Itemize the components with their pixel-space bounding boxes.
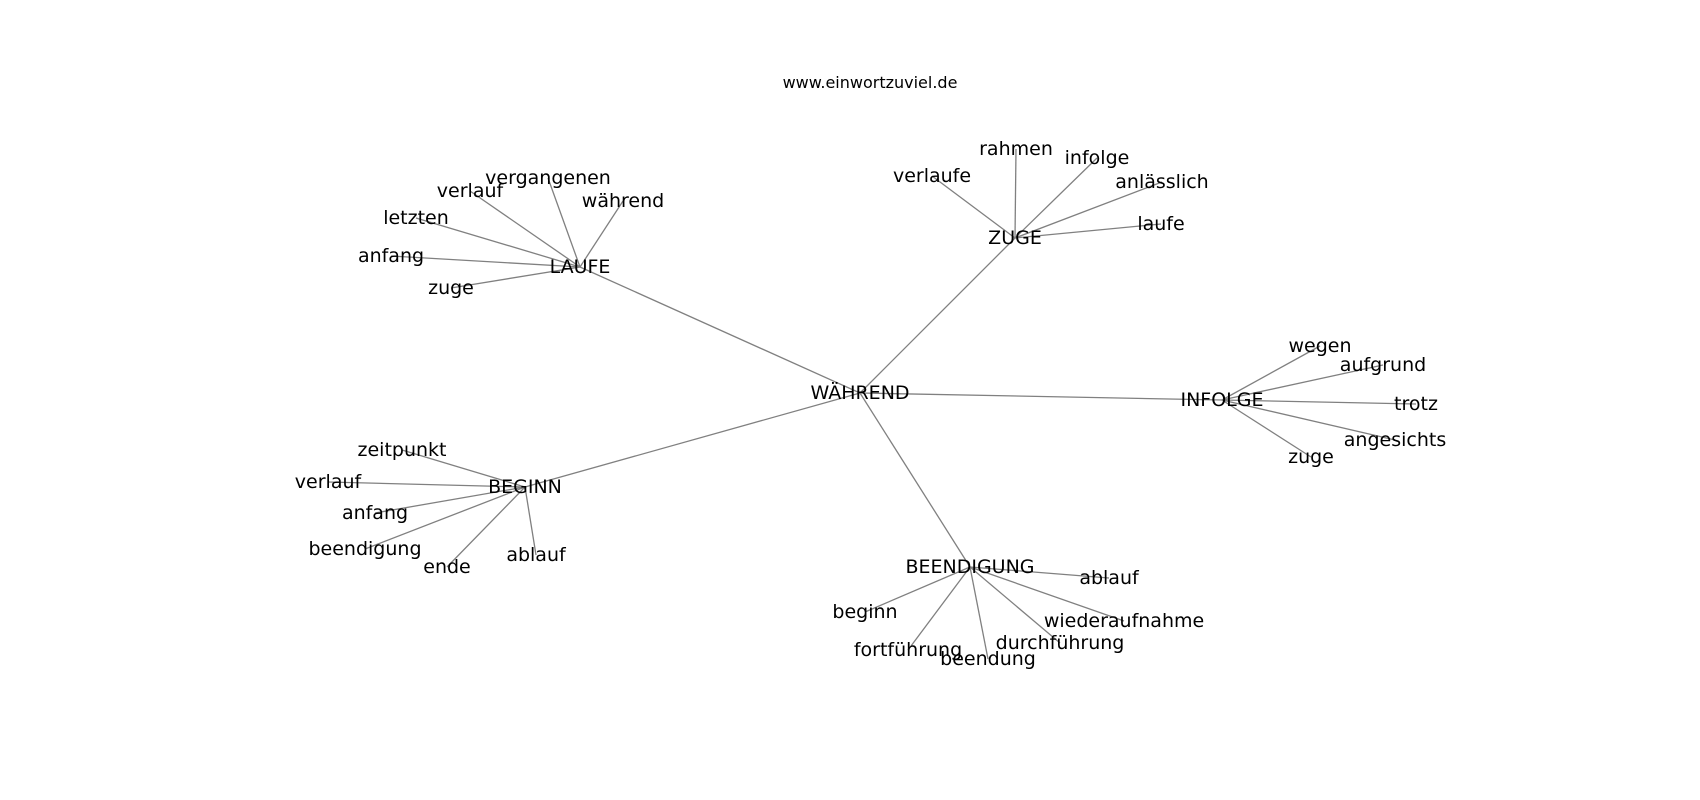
leaf-node-beendigung-wiederaufnahme: wiederaufnahme [1044, 610, 1204, 632]
edge-zuge-infolge [1014, 157, 1098, 239]
leaf-node-infolge-zuge: zuge [1288, 446, 1334, 468]
leaf-node-zuge-laufe: laufe [1137, 213, 1184, 235]
edge-beginn-zeitpunkt [401, 449, 526, 488]
edge-beginn-verlauf [327, 481, 526, 488]
leaf-node-beendigung-fortfuehrung: fortführung [854, 639, 962, 661]
leaf-node-infolge-wegen: wegen [1288, 335, 1351, 357]
leaf-node-laufe-letzten: letzten [383, 207, 449, 229]
site-title: www.einwortzuviel.de [783, 73, 958, 92]
leaf-node-beendigung-beginn: beginn [832, 601, 897, 623]
edge-beginn-ende [446, 486, 526, 568]
leaf-node-laufe-vergangenen: vergangenen [485, 167, 611, 189]
leaf-node-zuge-rahmen: rahmen [979, 138, 1053, 160]
edge-root-beginn [524, 392, 861, 488]
leaf-node-laufe-waehrend: während [582, 190, 664, 212]
leaf-node-infolge-trotz: trotz [1394, 393, 1438, 415]
edge-beginn-ablauf [524, 486, 537, 556]
leaf-node-beginn-anfang: anfang [342, 502, 408, 524]
leaf-node-beginn-ende: ende [423, 556, 470, 578]
edge-beendigung-beendung [969, 566, 989, 660]
edge-beginn-anfang [374, 486, 526, 514]
edge-root-zuge [859, 237, 1016, 394]
leaf-node-zuge-anlaesslich: anlässlich [1115, 171, 1208, 193]
edge-infolge-aufgrund [1221, 364, 1384, 401]
edge-beendigung-beginn [864, 566, 971, 613]
edge-root-infolge [859, 392, 1223, 401]
leaf-node-infolge-angesichts: angesichts [1344, 429, 1446, 451]
edge-infolge-angesichts [1221, 399, 1396, 441]
edge-beendigung-fortfuehrung [907, 566, 971, 651]
leaf-node-beginn-zeitpunkt: zeitpunkt [358, 439, 447, 461]
edge-laufe-anfang [390, 255, 581, 268]
edge-zuge-rahmen [1014, 148, 1017, 239]
leaf-node-zuge-infolge: infolge [1065, 147, 1130, 169]
leaf-node-laufe-anfang: anfang [358, 245, 424, 267]
root-node-label: WÄHREND [810, 381, 909, 404]
edge-laufe-verlauf [469, 190, 581, 268]
edge-beendigung-ablauf [969, 566, 1110, 579]
edge-zuge-verlaufe [931, 175, 1016, 239]
leaf-node-beginn-beendigung: beendigung [308, 538, 421, 560]
hub-node-infolge: INFOLGE [1180, 389, 1263, 411]
leaf-node-infolge-aufgrund: aufgrund [1340, 354, 1426, 376]
edge-laufe-letzten [415, 217, 581, 268]
edge-laufe-zuge [450, 266, 581, 289]
edge-beendigung-durchfuehrung [969, 566, 1061, 644]
leaf-node-laufe-zuge: zuge [428, 277, 474, 299]
hub-node-zuge: ZUGE [988, 227, 1042, 249]
hub-node-beendigung: BEENDIGUNG [905, 556, 1034, 578]
edge-infolge-zuge [1221, 399, 1312, 458]
edge-root-laufe [579, 266, 861, 394]
edge-zuge-laufe [1014, 223, 1162, 239]
leaf-node-beginn-ablauf: ablauf [506, 544, 567, 566]
leaf-node-beendigung-durchfuehrung: durchführung [996, 632, 1125, 654]
edge-laufe-vergangenen [547, 177, 581, 268]
edge-infolge-trotz [1221, 399, 1417, 405]
leaf-node-beendigung-ablauf: ablauf [1079, 567, 1140, 589]
hub-node-laufe: LAUFE [550, 256, 611, 278]
graph-edges [327, 148, 1417, 660]
edge-laufe-waehrend [579, 200, 624, 268]
edge-infolge-wegen [1221, 345, 1321, 401]
edge-beendigung-wiederaufnahme [969, 566, 1125, 622]
edge-beginn-beendigung [364, 486, 526, 550]
hub-node-beginn: BEGINN [488, 476, 562, 498]
edge-zuge-anlaesslich [1014, 181, 1163, 239]
leaf-node-beendigung-beendung: beendung [940, 648, 1036, 670]
leaf-node-laufe-verlauf: verlauf [437, 180, 505, 202]
leaf-node-beginn-verlauf: verlauf [295, 471, 363, 493]
edge-root-beendigung [859, 392, 971, 568]
leaf-node-zuge-verlaufe: verlaufe [893, 165, 971, 187]
graph-labels: www.einwortzuviel.de WÄHREND LAUFE vergang… [295, 73, 1446, 670]
